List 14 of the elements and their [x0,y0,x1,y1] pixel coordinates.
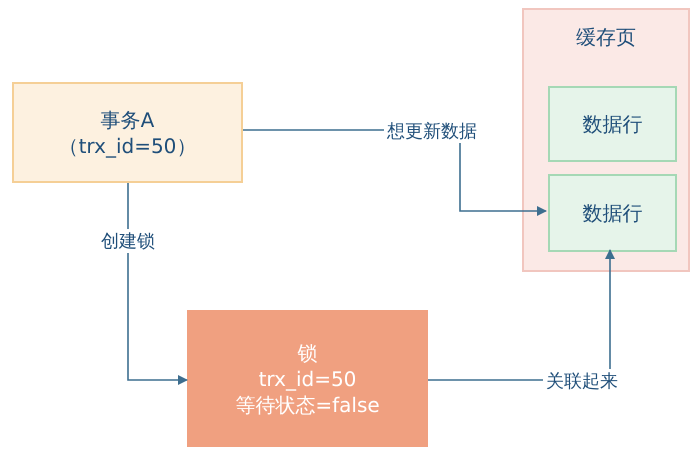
node-text: （trx_id=50） [58,132,196,158]
node-title: 锁 [298,340,318,366]
data-row-box [548,86,677,162]
process-box [12,82,243,183]
container-box [522,8,690,272]
node-title: 数据行 [582,111,642,137]
node-text: trx_id=50 [258,366,356,392]
node-title: 事务A [100,106,154,132]
data-row-box [548,174,677,252]
node-title: 缓存页 [576,24,636,50]
lock-box [187,310,428,447]
node-title: 数据行 [582,200,642,226]
node-text: 等待状态=false [235,392,380,418]
arrow [127,183,188,385]
